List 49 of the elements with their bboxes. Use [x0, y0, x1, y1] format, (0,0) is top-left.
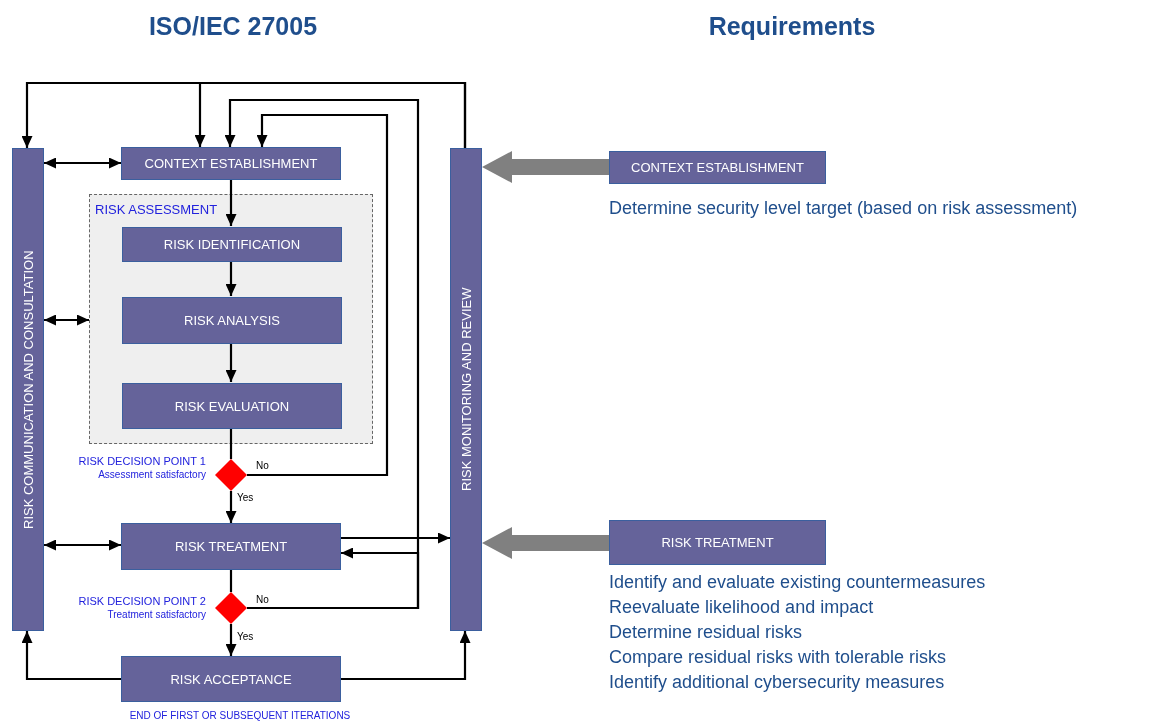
- process-box: RISK TREATMENT: [121, 523, 341, 570]
- block-arrow: [482, 151, 609, 183]
- process-bar: RISK COMMUNICATION AND CONSULTATION: [12, 148, 44, 631]
- arrow: [225, 624, 237, 656]
- column-heading: ISO/IEC 27005: [147, 12, 319, 41]
- column-heading: Requirements: [707, 12, 877, 41]
- arrow: [21, 631, 121, 681]
- connector-line: [229, 570, 233, 592]
- caption-text: RISK DECISION POINT 2: [78, 595, 206, 608]
- arrow: [44, 157, 121, 169]
- process-box: RISK ANALYSIS: [122, 297, 342, 344]
- process-box: RISK EVALUATION: [122, 383, 342, 429]
- caption-text: Assessment satisfactory: [98, 468, 206, 481]
- process-box: CONTEXT ESTABLISHMENT: [121, 147, 341, 180]
- caption-text: Reevaluate likelihood and impact: [609, 596, 874, 619]
- edge-label: No: [256, 594, 269, 605]
- group-box: [89, 194, 373, 444]
- caption-text: RISK DECISION POINT 1: [78, 455, 206, 468]
- arrow: [225, 343, 237, 382]
- caption-text: Treatment satisfactory: [107, 608, 206, 621]
- block-arrow: [482, 527, 609, 559]
- group-title: RISK ASSESSMENT: [95, 202, 218, 217]
- arrow: [44, 539, 121, 551]
- edge-label: No: [256, 460, 269, 471]
- process-box: RISK IDENTIFICATION: [122, 227, 342, 262]
- caption-text: Compare residual risks with tolerable risks: [609, 646, 947, 669]
- caption-text: Determine security level target (based on risk assessment): [609, 197, 1078, 219]
- caption-text: Determine residual risks: [609, 621, 803, 644]
- process-bar: RISK MONITORING AND REVIEW: [450, 148, 482, 631]
- arrow: [44, 314, 89, 326]
- edge-label: Yes: [237, 492, 254, 503]
- decision-diamond: [215, 592, 247, 624]
- arrow: [225, 491, 237, 523]
- arrow: [247, 547, 420, 610]
- edge-label: Yes: [237, 631, 254, 642]
- arrow: [194, 81, 467, 148]
- arrow: [225, 180, 237, 226]
- arrow: [247, 113, 389, 477]
- decision-diamond: [215, 459, 247, 491]
- process-box: RISK TREATMENT: [609, 520, 826, 565]
- process-box: CONTEXT ESTABLISHMENT: [609, 151, 826, 184]
- caption-text: Identify additional cybersecurity measures: [609, 671, 945, 694]
- process-box: RISK ACCEPTANCE: [121, 656, 341, 702]
- arrow: [225, 261, 237, 296]
- arrow: [341, 631, 471, 681]
- caption-text: Identify and evaluate existing countermeasures: [609, 571, 986, 594]
- arrow: [341, 532, 450, 544]
- caption-text: END OF FIRST OR SUBSEQUENT ITERATIONS: [129, 710, 351, 722]
- connector-line: [229, 428, 233, 459]
